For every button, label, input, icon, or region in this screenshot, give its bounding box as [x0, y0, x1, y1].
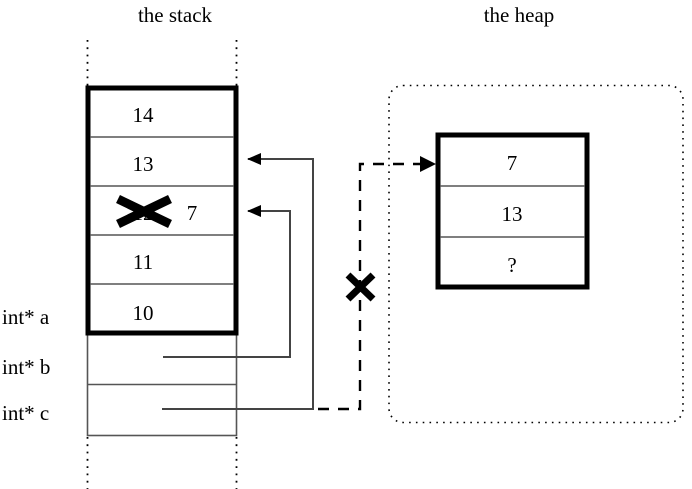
variable-label-b: int* b	[2, 355, 50, 379]
heap-boundary	[388, 84, 684, 424]
stack-cell-value-3: 11	[133, 250, 153, 274]
dangling-pointer-arrowhead	[420, 156, 436, 172]
invalid-pointer-x-icon	[345, 272, 376, 302]
stack-cell-value-1: 13	[133, 152, 154, 176]
stack-title: the stack	[138, 3, 213, 27]
heap-cell-value-0: 7	[507, 151, 518, 175]
stack-cell-value-0: 14	[133, 103, 155, 127]
heap-title: the heap	[484, 3, 555, 27]
stack-unallocated-region	[86, 332, 238, 437]
stack-dotted-bottom	[86, 437, 238, 489]
heap-cell-value-2: ?	[507, 253, 516, 277]
variable-label-a: int* a	[2, 305, 50, 329]
heap-block	[435, 132, 590, 290]
variable-label-c: int* c	[2, 401, 49, 425]
stack-cell-value-4: 10	[133, 301, 154, 325]
stack-allocated-region	[85, 85, 239, 336]
pointer-c-arrow	[162, 153, 314, 410]
stack-cell-value-2-new: 7	[187, 201, 198, 225]
heap-cell-value-1: 13	[502, 202, 523, 226]
pointer-b-arrow	[163, 205, 291, 358]
stack-dotted-top	[86, 40, 238, 86]
dangling-pointer-dashed	[318, 156, 436, 411]
overwrite-x-icon	[116, 194, 172, 229]
